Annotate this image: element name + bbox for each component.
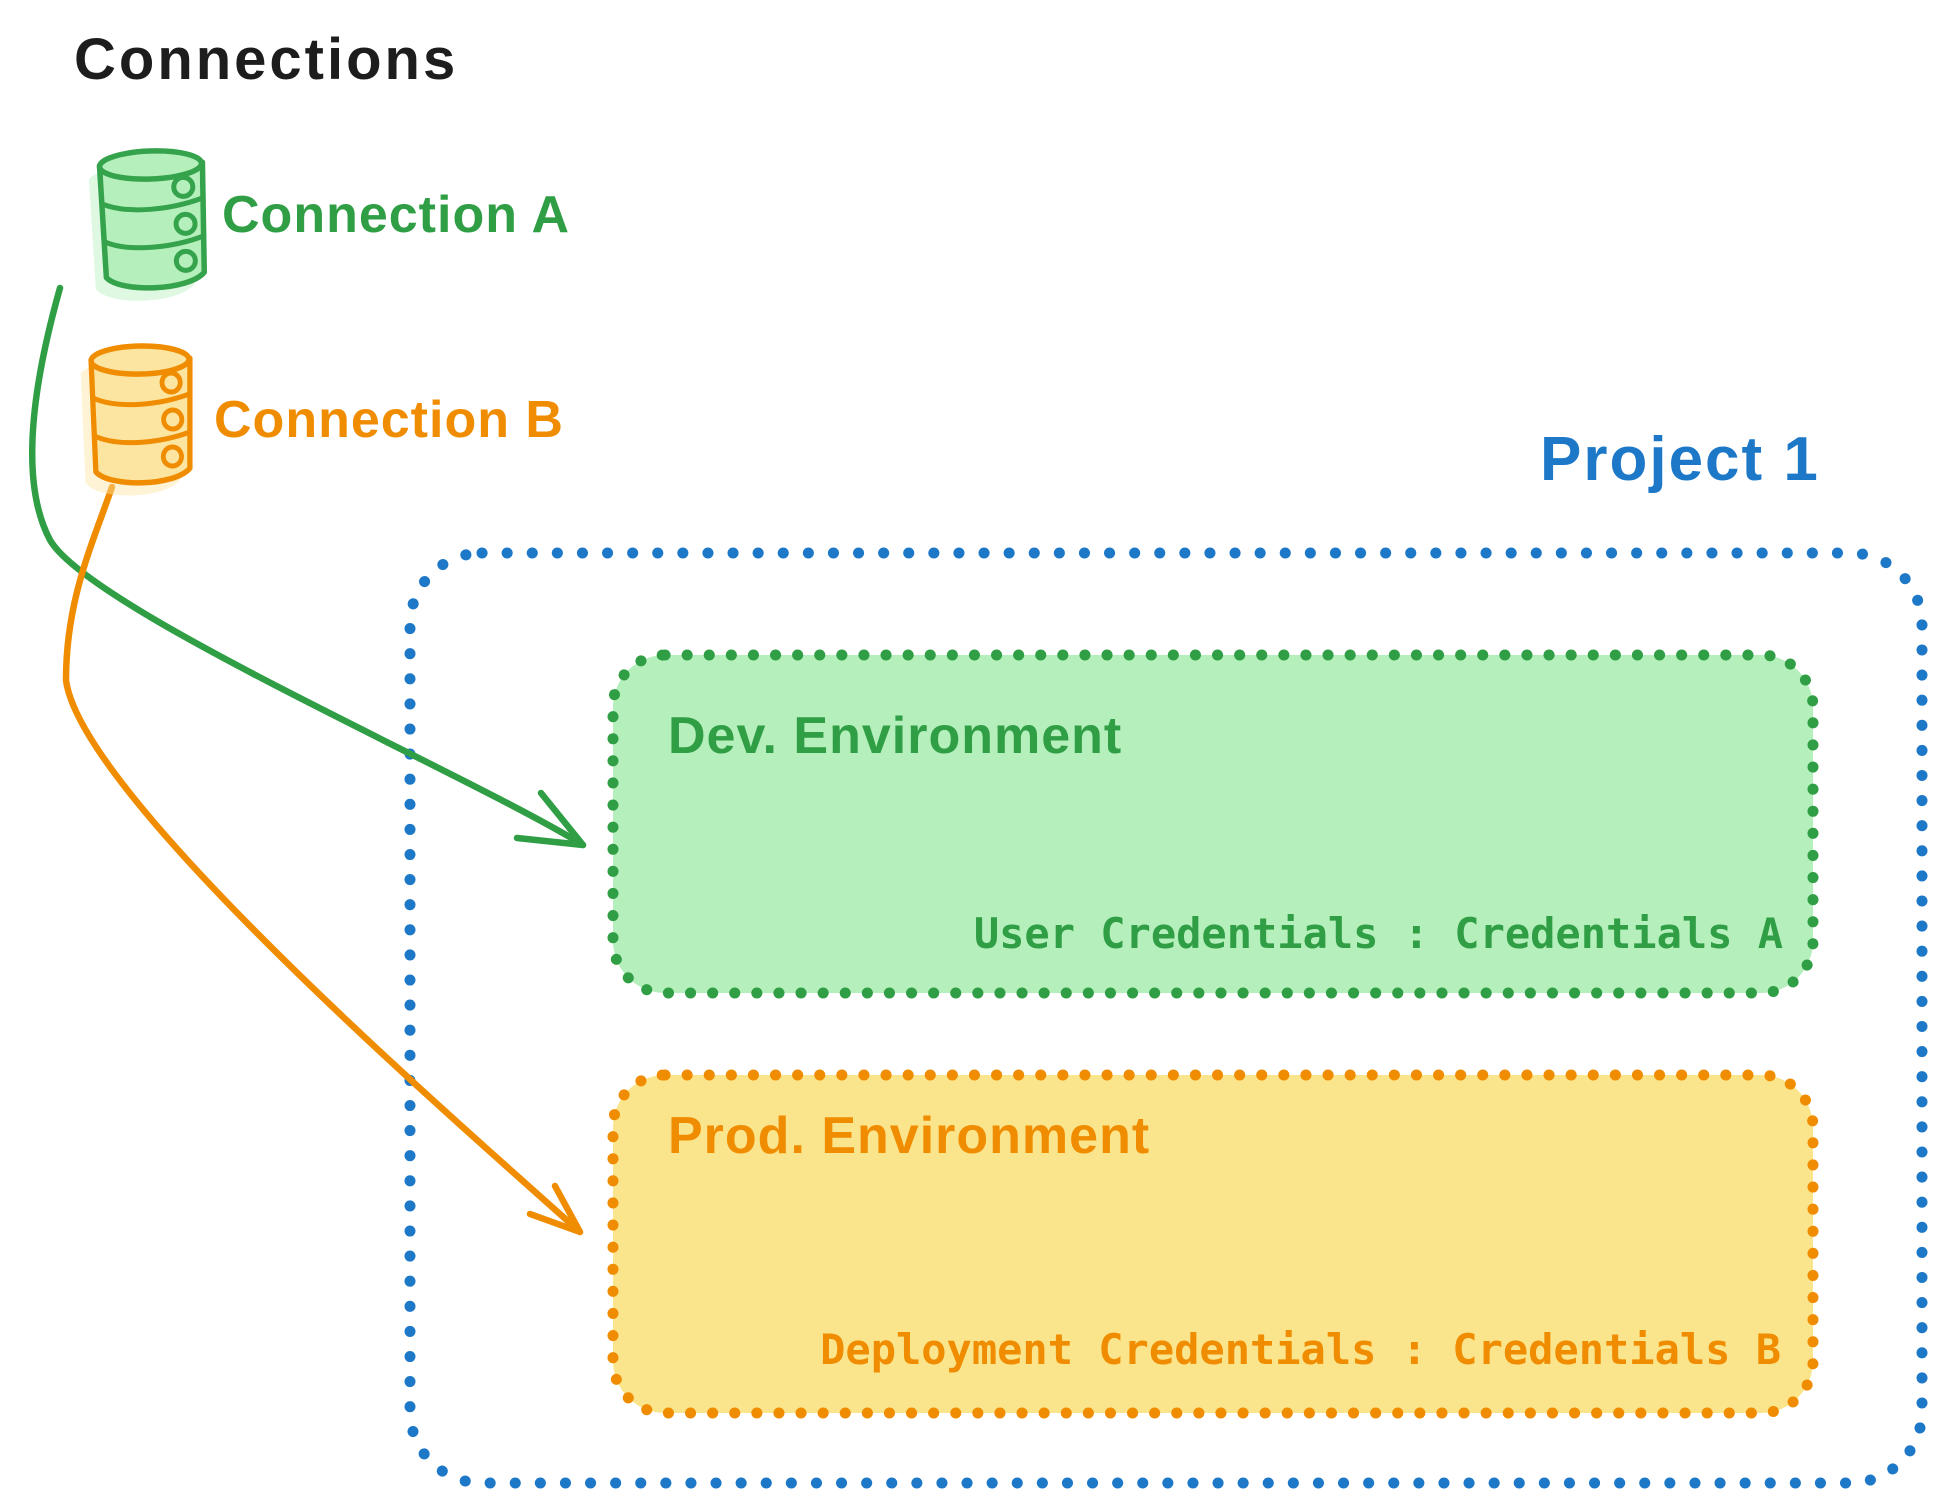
prod-environment-credentials-text: Deployment Credentials : Credentials B bbox=[820, 1325, 1781, 1374]
arrowhead-icon bbox=[513, 789, 587, 849]
connection-a-label: Connection A bbox=[222, 186, 571, 244]
dev-environment-title: Dev. Environment bbox=[668, 707, 1123, 765]
prod-environment-box bbox=[607, 1069, 1819, 1419]
connections-heading: Connections bbox=[74, 27, 459, 92]
arrowhead-icon bbox=[526, 1182, 584, 1236]
dev-environment-box bbox=[607, 649, 1819, 999]
connection-b-to-prod-arrow bbox=[62, 483, 584, 1236]
project-1-label: Project 1 bbox=[1540, 425, 1820, 494]
project-1-container-box bbox=[404, 547, 1928, 1489]
prod-environment-title: Prod. Environment bbox=[668, 1107, 1151, 1165]
dev-environment-credentials-text: User Credentials : Credentials A bbox=[973, 909, 1783, 958]
connection-b-database-icon bbox=[80, 345, 192, 496]
connection-b-label: Connection B bbox=[214, 391, 564, 449]
connection-a-database-icon bbox=[88, 149, 207, 302]
